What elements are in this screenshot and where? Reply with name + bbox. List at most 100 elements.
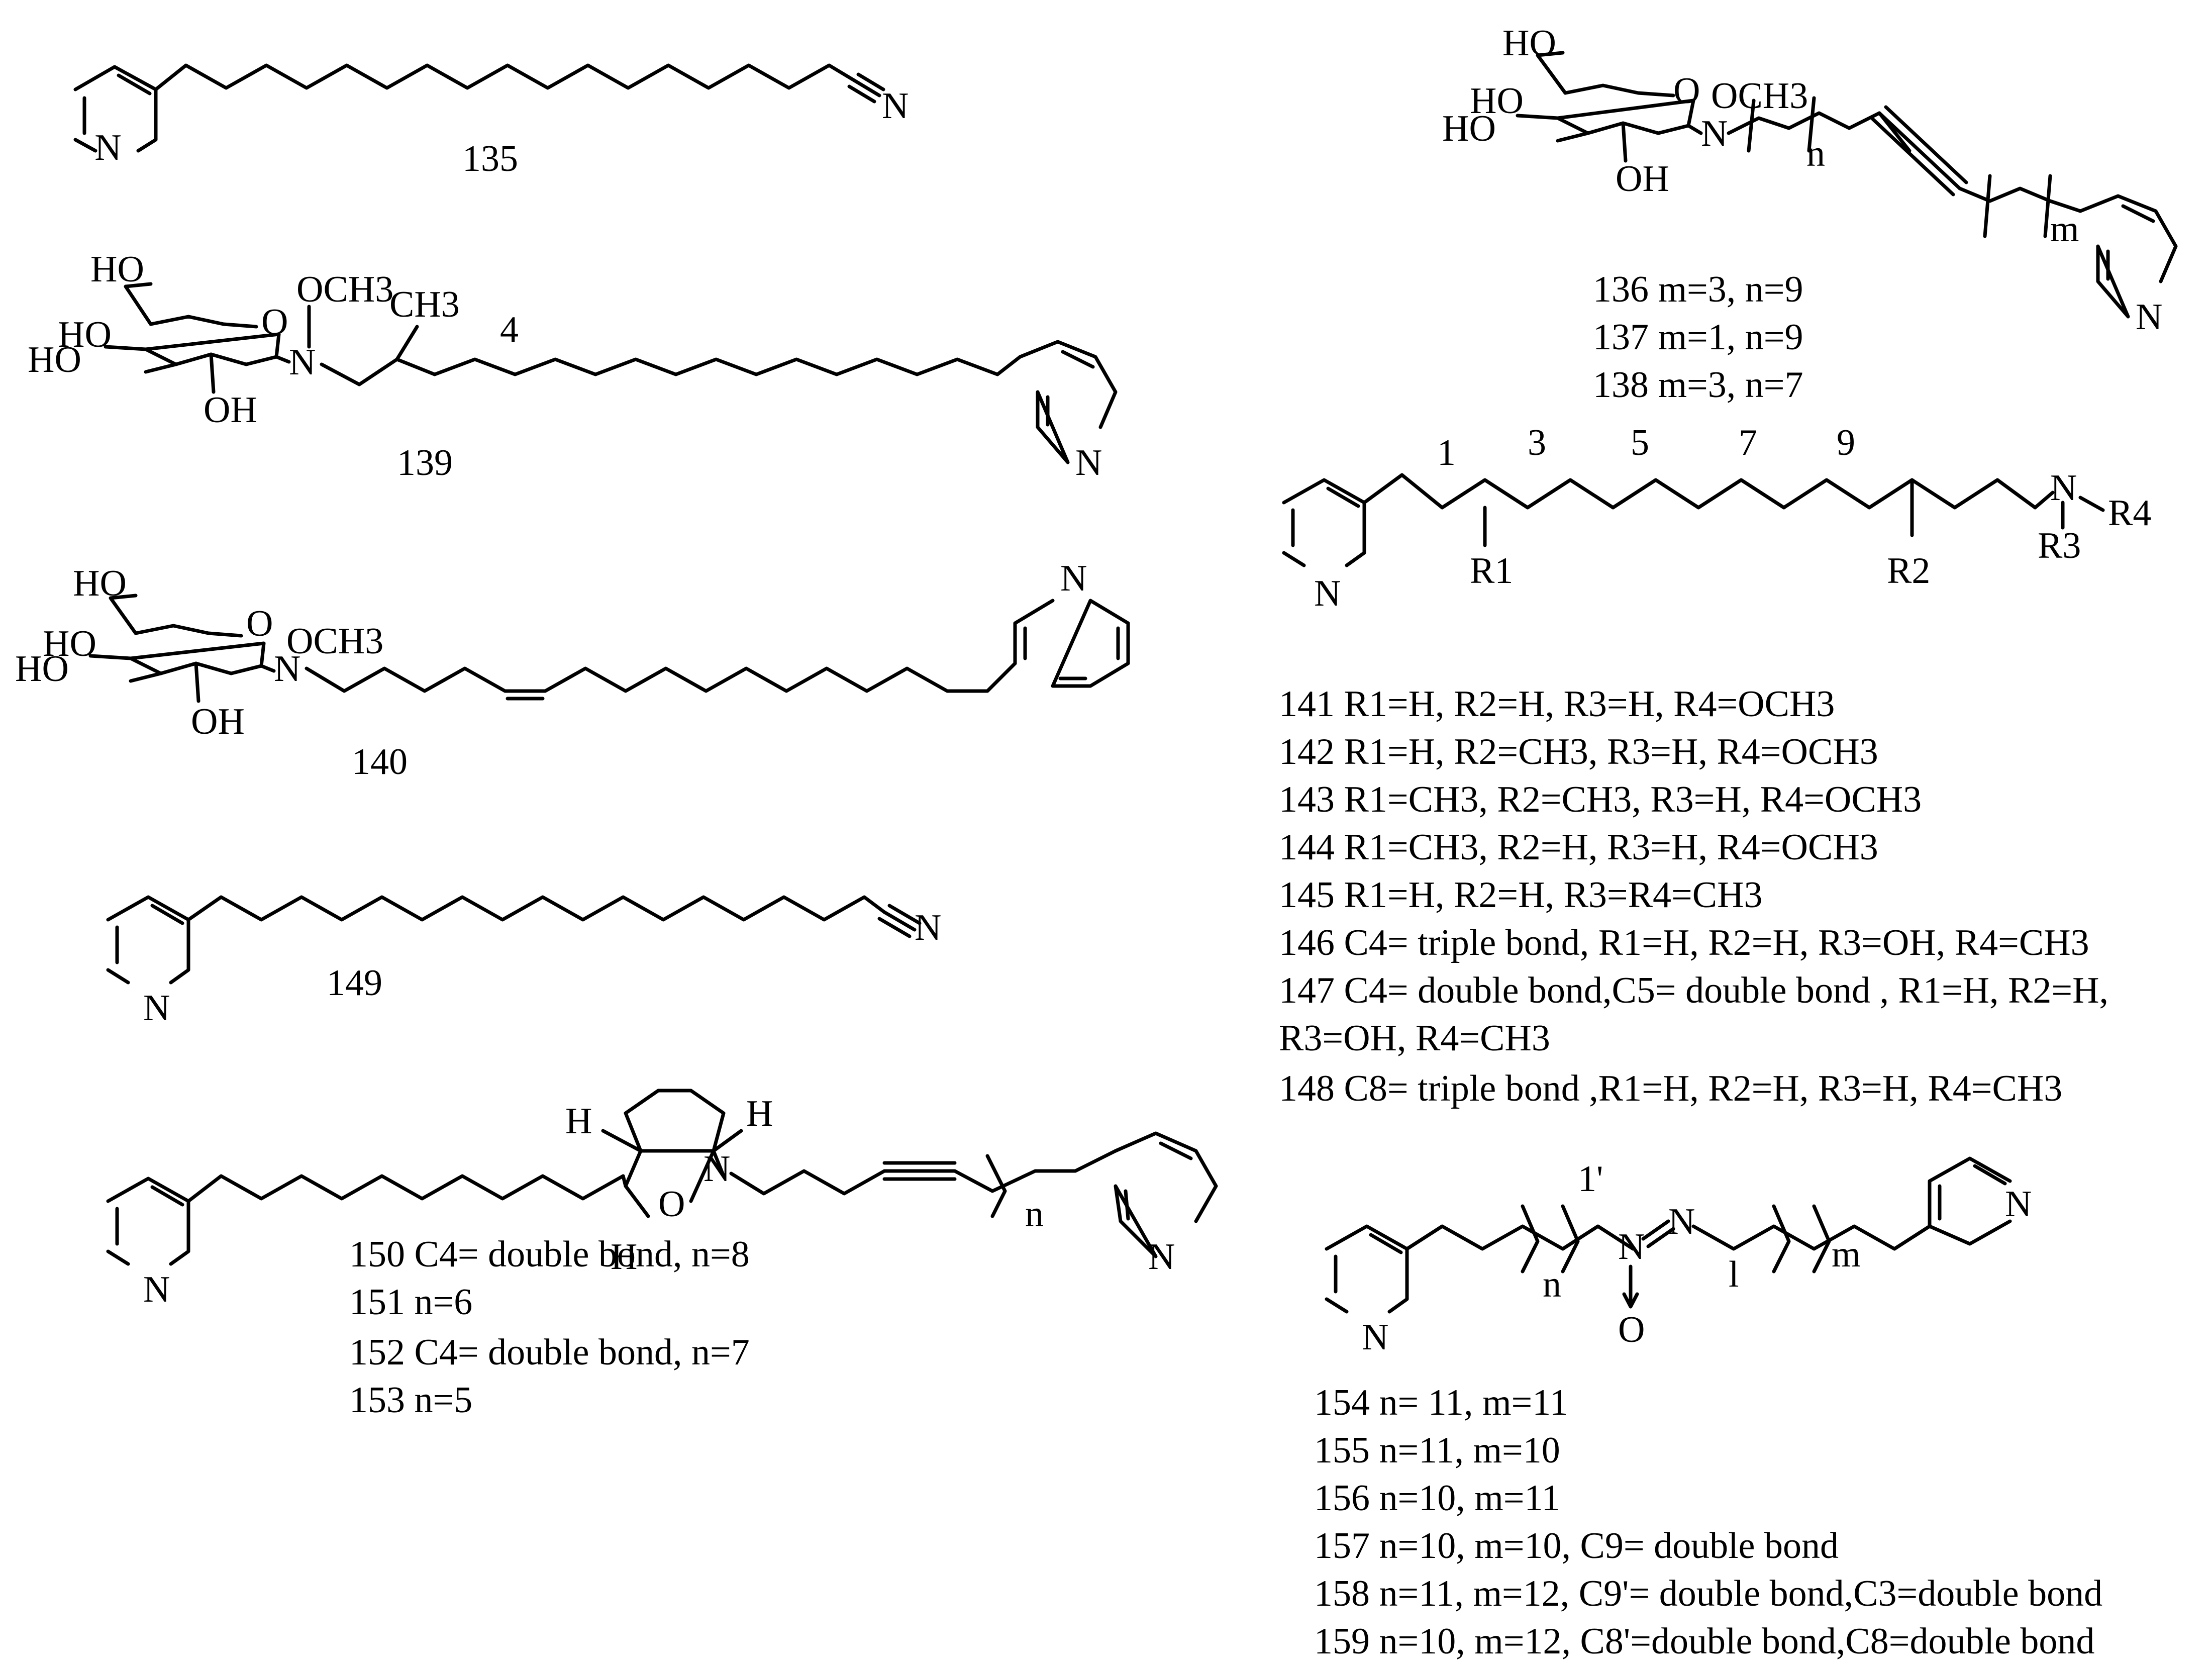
label-151: 151 n=6 <box>349 1282 472 1323</box>
label-143: 143 R1=CH3, R2=CH3, R3=H, R4=OCH3 <box>1279 779 1922 820</box>
stereo-h: H <box>611 1236 637 1278</box>
stereo-h: H <box>746 1093 773 1134</box>
amine-n: N <box>289 342 316 383</box>
pyridine-n: N <box>1362 1317 1388 1358</box>
label-155: 155 n=11, m=10 <box>1314 1430 1560 1471</box>
l-subscript: l <box>1729 1254 1739 1295</box>
r1-label: R1 <box>1470 550 1513 592</box>
structure-139: HO HO HO OH O OCH3 CH3 N 4 N 139 <box>28 249 1118 483</box>
position-3: 3 <box>1528 422 1546 463</box>
chain-154-left <box>1405 1224 1635 1251</box>
azoxy-n2: N <box>1668 1201 1695 1242</box>
chain-141 <box>1362 473 2055 510</box>
position-9: 9 <box>1837 422 1855 463</box>
chain-150-left <box>186 1174 625 1203</box>
label-145: 145 R1=H, R2=H, R3=R4=CH3 <box>1279 874 1763 916</box>
r4-label: R4 <box>2108 493 2151 534</box>
pyridine-n: N <box>1075 442 1102 483</box>
label-141: 141 R1=H, R2=H, R3=H, R4=OCH3 <box>1279 683 1835 725</box>
pyridine-ring-150-right <box>1114 1131 1218 1258</box>
ring-oxygen: O <box>1673 70 1700 112</box>
ho-label: HO <box>1502 23 1556 64</box>
ho-label: HO <box>1442 108 1496 149</box>
label-157: 157 n=10, m=10, C9= double bond <box>1314 1525 1839 1567</box>
label-147: 147 C4= double bond,C5= double bond , R1… <box>1279 970 2108 1011</box>
amine-n: N <box>1701 113 1728 154</box>
r3-label: R3 <box>2038 525 2081 566</box>
pyridine-ring-149 <box>106 895 190 985</box>
pyridine-n: N <box>1314 573 1341 614</box>
pyridine-n: N <box>94 127 121 168</box>
label-138: 138 m=3, n=7 <box>1593 364 1803 406</box>
label-140: 140 <box>352 741 408 782</box>
label-153: 153 n=5 <box>349 1380 472 1421</box>
position-7: 7 <box>1739 422 1757 463</box>
position-4: 4 <box>500 309 519 350</box>
pyridine-ring-154-right <box>1928 1156 2012 1246</box>
methoxy-label: OCH3 <box>1711 75 1808 117</box>
azoxy-n1: N <box>1618 1226 1645 1267</box>
stereo-h: H <box>565 1101 592 1142</box>
position-1: 1 <box>1437 432 1456 473</box>
nitrile-n: N <box>882 85 909 127</box>
oh-label: OH <box>191 701 245 742</box>
ring-oxygen: O <box>658 1184 685 1225</box>
label-147-cont: R3=OH, R4=CH3 <box>1279 1018 1550 1059</box>
m-subscript: m <box>1832 1234 1861 1275</box>
amine-n: N <box>2050 467 2077 509</box>
label-148: 148 C8= triple bond ,R1=H, R2=H, R3=H, R… <box>1279 1068 2062 1109</box>
label-144: 144 R1=CH3, R2=H, R3=H, R4=OCH3 <box>1279 827 1878 868</box>
ring-oxygen: O <box>246 603 273 644</box>
amine-n: N <box>274 648 300 690</box>
chain-154-right <box>1691 1224 1932 1251</box>
label-158: 158 n=11, m=12, C9'= double bond,C3=doub… <box>1314 1573 2102 1614</box>
structure-141-148: N 1 3 5 7 9 N R4 R3 R1 R2 141 R1=H, R2=H… <box>1279 422 2151 1109</box>
structure-140: HO HO HO OH O OCH3 N N 140 <box>15 558 1130 782</box>
pyridine-ring-150-left <box>106 1177 190 1266</box>
label-137: 137 m=1, n=9 <box>1593 317 1803 358</box>
chain-139 <box>320 355 1022 386</box>
methyl-label: CH3 <box>389 284 460 325</box>
ho-label: HO <box>28 339 81 380</box>
pyridine-ring-140 <box>1013 599 1130 688</box>
nitrile-n: N <box>915 907 941 948</box>
structure-136-138: HO HO HO OH O OCH3 N n m N 136 m=3, n=9 … <box>1442 23 2178 406</box>
label-154: 154 n= 11, m=11 <box>1314 1382 1568 1423</box>
pyridine-ring-141 <box>1282 478 1366 567</box>
label-142: 142 R1=H, R2=CH3, R3=H, R4=OCH3 <box>1279 731 1878 772</box>
position-5: 5 <box>1631 422 1649 463</box>
label-156: 156 n=10, m=11 <box>1314 1478 1560 1519</box>
label-146: 146 C4= triple bond, R1=H, R2=H, R3=OH, … <box>1279 922 2089 963</box>
methoxy-label: OCH3 <box>296 269 393 310</box>
label-139: 139 <box>397 442 453 483</box>
pyridine-n: N <box>143 1269 170 1310</box>
structure-154-159: N n 1' N N O l m N 154 n= 11, m=11 155 n… <box>1314 1156 2102 1662</box>
label-159: 159 n=10, m=12, C8'=double bond,C8=doubl… <box>1314 1621 2094 1662</box>
n-subscript: n <box>1025 1194 1044 1235</box>
label-136: 136 m=3, n=9 <box>1593 269 1803 310</box>
n-subscript: n <box>1543 1264 1561 1305</box>
label-135: 135 <box>462 138 518 179</box>
m-subscript: m <box>2050 209 2079 250</box>
pyridine-n: N <box>143 988 170 1029</box>
n-oxide-arrow <box>1622 1292 1639 1309</box>
structure-135: N N 135 <box>73 63 909 179</box>
r2-label: R2 <box>1887 550 1930 592</box>
pyridine-ring-139 <box>1018 340 1118 464</box>
structure-150-153: N H H H O N n N 150 C4= double bond, n=8… <box>106 1089 1218 1421</box>
oh-label: OH <box>204 389 257 431</box>
cyclopentane-150 <box>624 1089 726 1153</box>
oxide-o: O <box>1618 1309 1645 1350</box>
pyridine-n: N <box>1060 558 1087 599</box>
label-152: 152 C4= double bond, n=7 <box>349 1332 750 1373</box>
ho-label: HO <box>90 249 144 290</box>
ho-label: HO <box>58 314 112 355</box>
pyridine-n: N <box>2005 1184 2032 1225</box>
ring-n: N <box>703 1148 730 1190</box>
structure-149: N N 149 <box>106 895 941 1029</box>
oh-label: OH <box>1616 158 1669 200</box>
n-subscript: n <box>1806 133 1825 174</box>
label-149: 149 <box>327 962 382 1004</box>
alkyl-chain-135 <box>154 63 856 91</box>
